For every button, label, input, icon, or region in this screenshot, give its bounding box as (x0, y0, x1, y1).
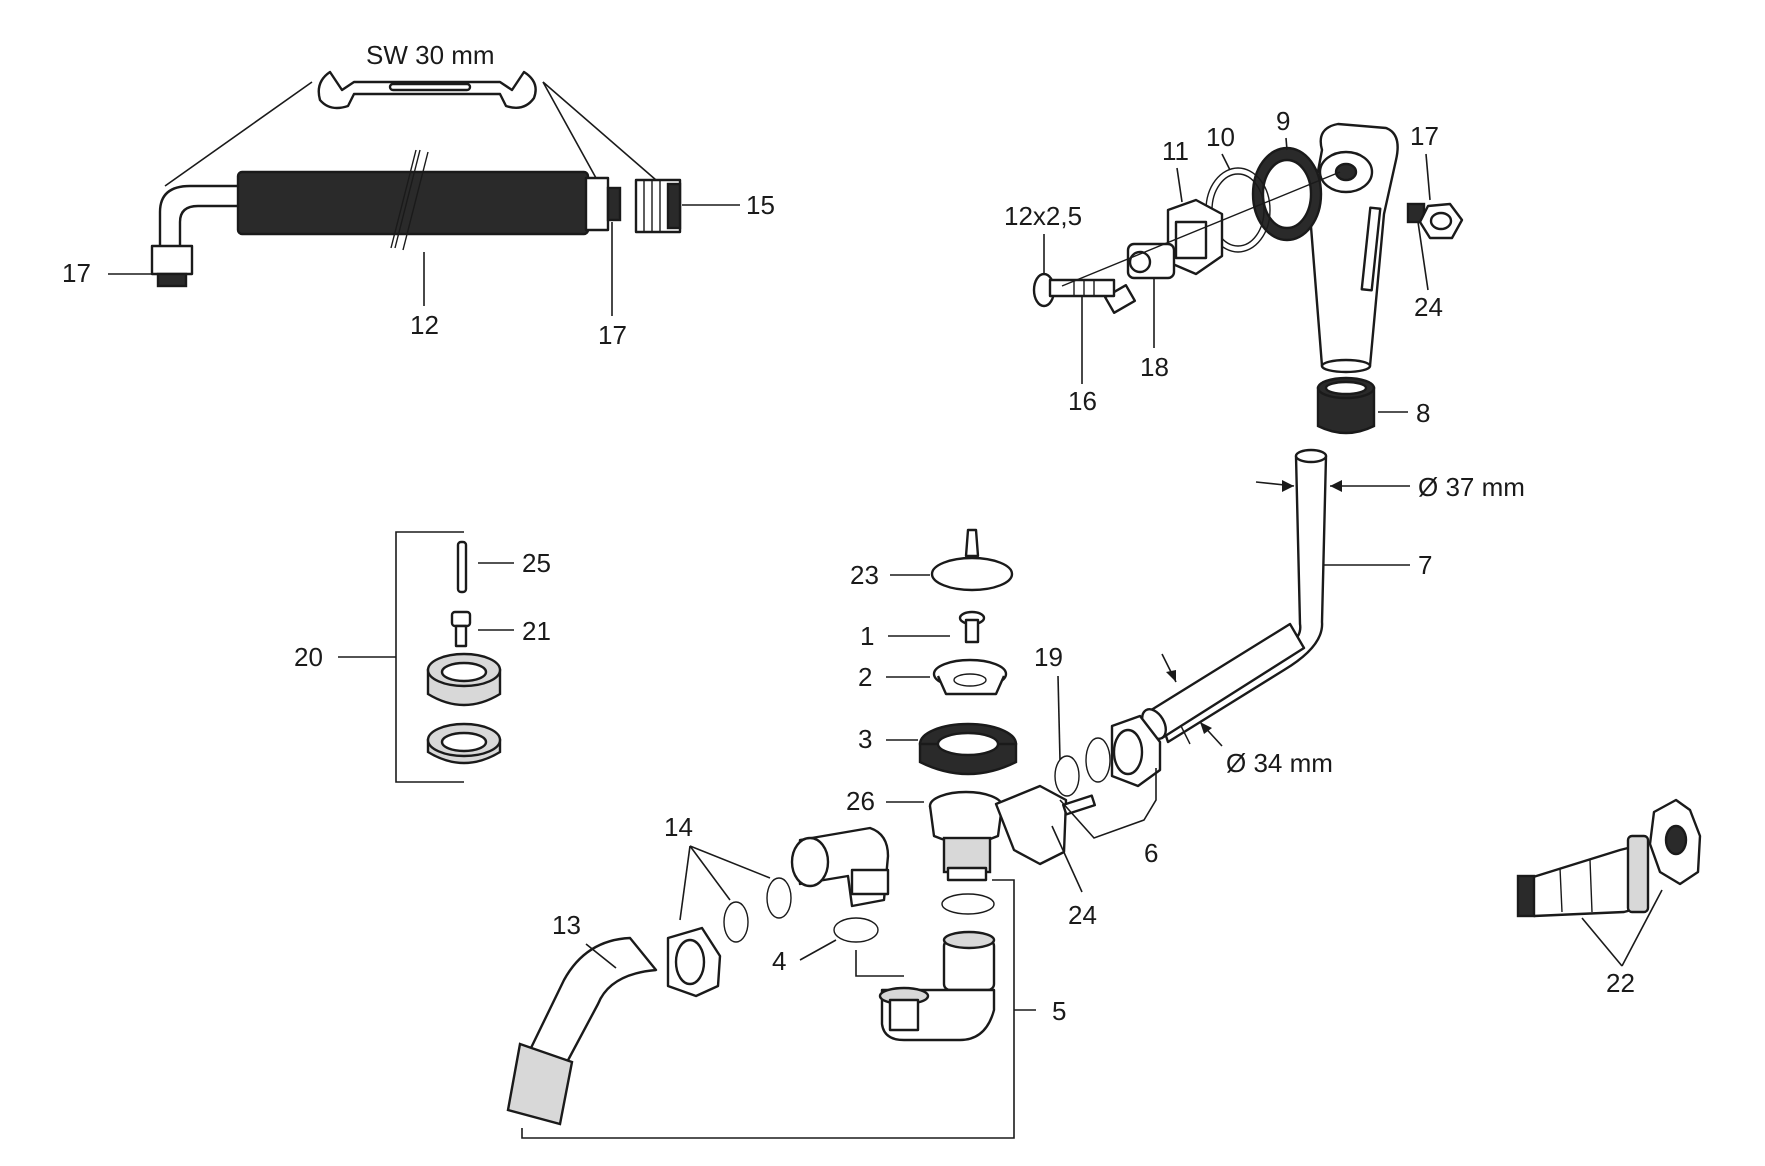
star-adapter-part-22 (1648, 798, 1702, 886)
label-15: 15 (746, 190, 775, 220)
label-12x2-5: 12x2,5 (1004, 201, 1082, 231)
label-6: 6 (1144, 838, 1158, 868)
label-24-overflow: 24 (1414, 292, 1443, 322)
screw-part-1 (958, 610, 986, 644)
label-16: 16 (1068, 386, 1097, 416)
union-nut-part-6 (1110, 714, 1162, 788)
label-18: 18 (1140, 352, 1169, 382)
elbow-fitting (790, 826, 890, 908)
label-13: 13 (552, 910, 581, 940)
cartridge-part-22 (1516, 834, 1650, 918)
dimension-34-label: Ø 34 mm (1226, 748, 1333, 778)
dimension-37-label: Ø 37 mm (1418, 472, 1525, 502)
oring-part-14-b (723, 901, 749, 943)
label-1: 1 (860, 621, 874, 651)
label-12: 12 (410, 310, 439, 340)
hose-nut-part-17-left (150, 244, 194, 288)
label-23: 23 (850, 560, 879, 590)
oring-part-14-a (766, 877, 792, 919)
label-3: 3 (858, 724, 872, 754)
label-19: 19 (1034, 642, 1063, 672)
label-17-hose-left: 17 (62, 258, 91, 288)
label-17-hose-right: 17 (598, 320, 627, 350)
gasket-part-3 (918, 722, 1018, 776)
rosette-part-11 (1166, 198, 1224, 276)
label-14: 14 (664, 812, 693, 842)
ring-gasket-set-20-a (426, 652, 502, 707)
gasket-part-4-left (833, 917, 879, 943)
label-5: 5 (1052, 996, 1066, 1026)
overflow-housing (1308, 122, 1399, 374)
bolt-part-21 (450, 610, 472, 648)
trap-body-part-5 (878, 930, 996, 1042)
label-4: 4 (772, 946, 786, 976)
label-21: 21 (522, 616, 551, 646)
label-7: 7 (1418, 550, 1432, 580)
label-9: 9 (1276, 106, 1290, 136)
label-17-overflow: 17 (1410, 121, 1439, 151)
label-2: 2 (858, 662, 872, 692)
pipe-part-7-lower (1141, 622, 1306, 740)
nut-part-17-top (1418, 202, 1464, 240)
ring-gasket-set-20-b (426, 722, 502, 765)
screw-part-25 (456, 540, 468, 594)
sleeve-part-8 (1316, 376, 1376, 435)
strainer-part-2 (932, 658, 1008, 696)
label-11: 11 (1162, 136, 1189, 166)
wrench-size-label: SW 30 mm (366, 40, 495, 70)
label-20: 20 (294, 642, 323, 672)
label-24-waste: 24 (1068, 900, 1097, 930)
label-25: 25 (522, 548, 551, 578)
oring-part-6a (1085, 737, 1111, 783)
gasket-part-4-right (941, 893, 995, 915)
wrench-icon (317, 70, 537, 110)
adapter-nipple-part-15 (634, 178, 682, 234)
label-10: 10 (1206, 122, 1235, 152)
drain-body-part-26 (928, 784, 1097, 882)
screw-part-16 (1032, 272, 1116, 308)
label-26: 26 (846, 786, 875, 816)
flexible-hose-part-12 (158, 149, 622, 251)
label-8: 8 (1416, 398, 1430, 428)
oring-part-19 (1054, 755, 1080, 797)
label-22: 22 (1606, 968, 1635, 998)
union-nut-part-14 (666, 926, 722, 998)
plug-part-23 (930, 528, 1014, 592)
bend-pipe-part-13 (506, 936, 658, 1126)
valve-body-part-18 (1103, 242, 1176, 314)
